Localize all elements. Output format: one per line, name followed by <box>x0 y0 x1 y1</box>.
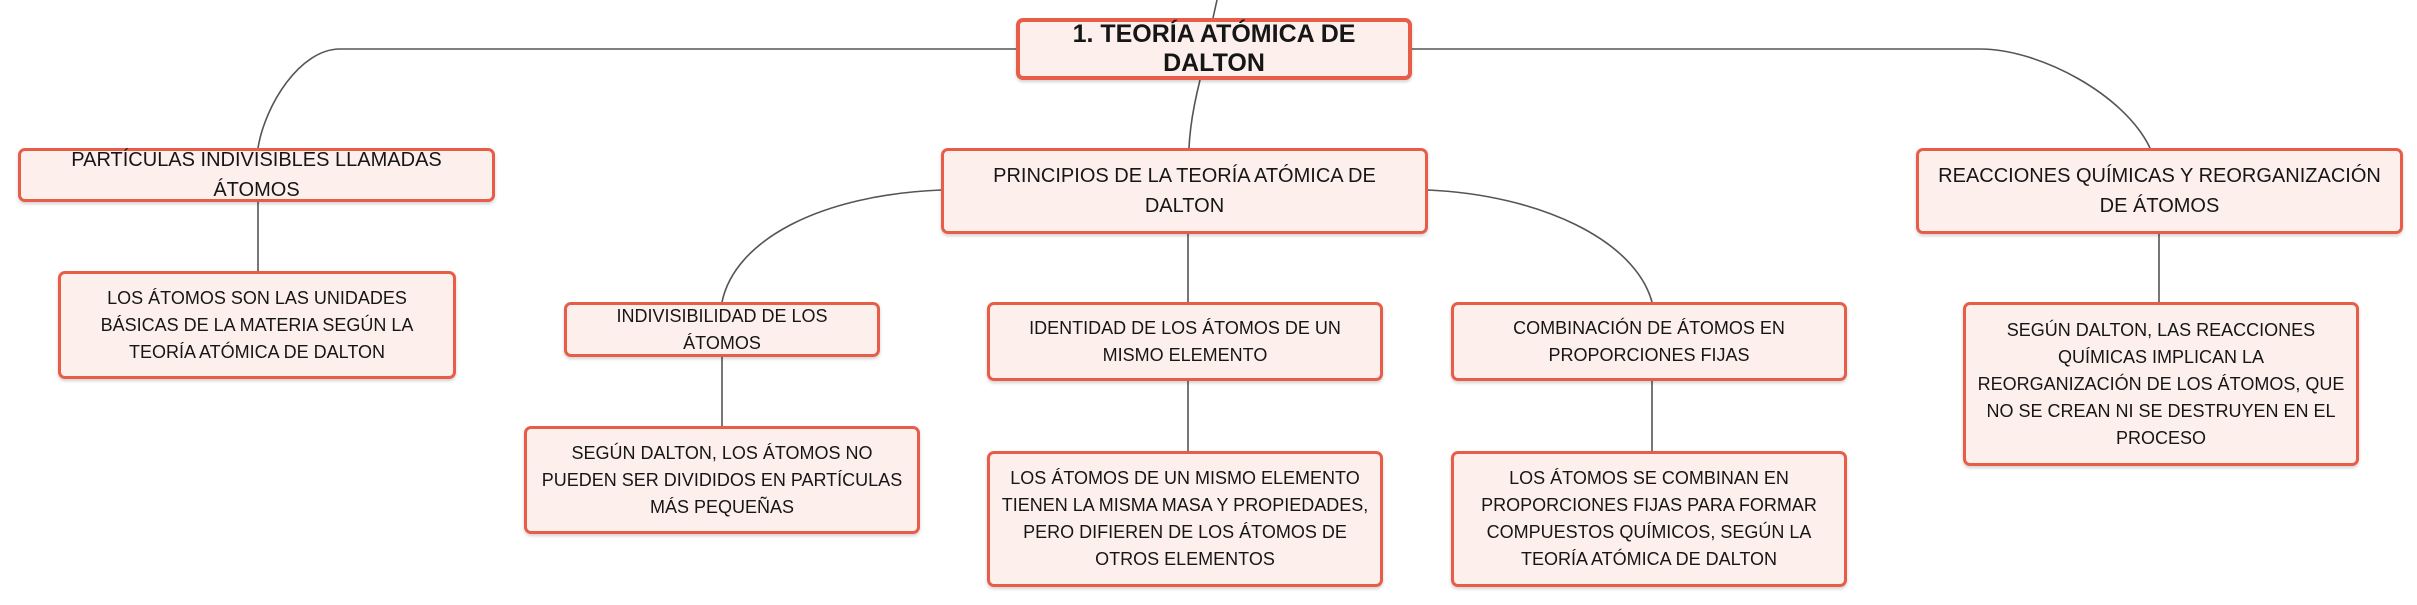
root-node[interactable]: 1. TEORÍA ATÓMICA DE DALTON <box>1016 18 1412 80</box>
connector-center-to-indivisibilidad <box>721 189 942 303</box>
branch-node-label: PARTÍCULAS INDIVISIBLES LLAMADAS ÁTOMOS <box>71 149 442 201</box>
root-node-label: 1. TEORÍA ATÓMICA DE DALTON <box>1072 20 1356 77</box>
branch-node-label: REACCIONES QUÍMICAS Y REORGANIZACIÓN DE … <box>1938 165 2381 217</box>
subtopic-node-label: INDIVISIBILIDAD DE LOS ÁTOMOS <box>616 305 828 353</box>
connector-center-to-combinacion <box>1427 189 1653 303</box>
detail-node-text: SEGÚN DALTON, LOS ÁTOMOS NO PUEDEN SER D… <box>541 442 903 517</box>
branch-node-principios[interactable]: PRINCIPIOS DE LA TEORÍA ATÓMICA DE DALTO… <box>941 148 1428 234</box>
detail-node-reacciones[interactable]: SEGÚN DALTON, LAS REACCIONES QUÍMICAS IM… <box>1963 302 2359 466</box>
detail-node-text: LOS ÁTOMOS SE COMBINAN EN PROPORCIONES F… <box>1481 468 1817 569</box>
branch-node-reacciones[interactable]: REACCIONES QUÍMICAS Y REORGANIZACIÓN DE … <box>1916 148 2403 234</box>
detail-node-combinacion[interactable]: LOS ÁTOMOS SE COMBINAN EN PROPORCIONES F… <box>1451 451 1847 587</box>
connector-root-to-center <box>1188 79 1201 149</box>
subtopic-node-label: IDENTIDAD DE LOS ÁTOMOS DE UN MISMO ELEM… <box>1029 317 1341 365</box>
connector-root-to-left <box>257 48 1016 149</box>
subtopic-node-label: COMBINACIÓN DE ÁTOMOS EN PROPORCIONES FI… <box>1513 317 1785 365</box>
detail-node-text: SEGÚN DALTON, LAS REACCIONES QUÍMICAS IM… <box>1977 319 2345 448</box>
connector-root-top <box>1212 0 1218 19</box>
detail-node-text: LOS ÁTOMOS SON LAS UNIDADES BÁSICAS DE L… <box>100 287 414 362</box>
subtopic-node-combinacion[interactable]: COMBINACIÓN DE ÁTOMOS EN PROPORCIONES FI… <box>1451 302 1847 381</box>
branch-node-particulas[interactable]: PARTÍCULAS INDIVISIBLES LLAMADAS ÁTOMOS <box>18 148 495 202</box>
branch-node-label: PRINCIPIOS DE LA TEORÍA ATÓMICA DE DALTO… <box>993 165 1376 217</box>
subtopic-node-indivisibilidad[interactable]: INDIVISIBILIDAD DE LOS ÁTOMOS <box>564 302 880 357</box>
detail-node-identidad[interactable]: LOS ÁTOMOS DE UN MISMO ELEMENTO TIENEN L… <box>987 451 1383 587</box>
subtopic-node-identidad[interactable]: IDENTIDAD DE LOS ÁTOMOS DE UN MISMO ELEM… <box>987 302 1383 381</box>
connector-root-to-right <box>1412 48 2151 149</box>
detail-node-text: LOS ÁTOMOS DE UN MISMO ELEMENTO TIENEN L… <box>1001 468 1369 569</box>
detail-node-indivisibilidad[interactable]: SEGÚN DALTON, LOS ÁTOMOS NO PUEDEN SER D… <box>524 426 920 534</box>
detail-node-particulas[interactable]: LOS ÁTOMOS SON LAS UNIDADES BÁSICAS DE L… <box>58 271 456 379</box>
